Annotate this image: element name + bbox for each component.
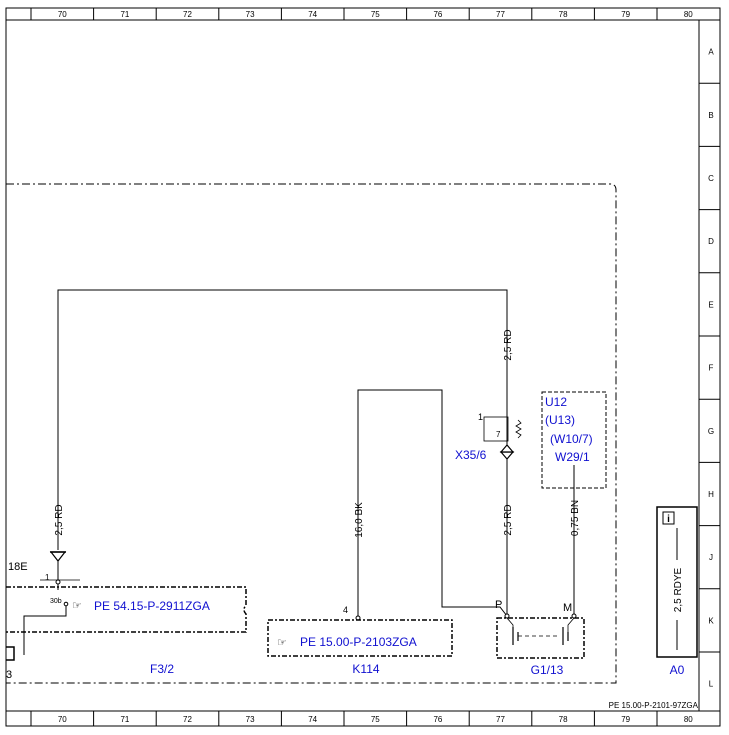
wire-label-a0-rdye: 2,5 RDYE <box>673 567 684 612</box>
column-number: 71 <box>120 10 129 19</box>
wire-label-lower-rd: 2,5 RD <box>503 504 514 535</box>
x35-name: X35/6 <box>455 448 487 462</box>
x35-pin7: 7 <box>496 430 501 439</box>
g113-lead-p <box>506 617 514 638</box>
f32-pin-dot-2 <box>63 601 69 607</box>
g113-pin-p: P <box>495 599 502 611</box>
column-number: 78 <box>559 10 568 19</box>
column-number: 77 <box>496 10 505 19</box>
wire-bk <box>357 389 508 618</box>
column-number: 72 <box>183 715 192 724</box>
x35-arrow-down-icon <box>499 451 515 460</box>
g113-pin-p-dot <box>504 613 510 619</box>
info-icon-glyph: i <box>667 514 670 525</box>
row-letter: G <box>708 427 714 436</box>
connector-symbol-left <box>49 551 67 562</box>
column-number: 77 <box>496 715 505 724</box>
g113-lead-m <box>567 617 575 632</box>
column-number: 74 <box>308 10 317 19</box>
g113-name: G1/13 <box>531 663 564 677</box>
info-icon[interactable] <box>662 511 675 525</box>
column-number: 74 <box>308 715 317 724</box>
column-number: 80 <box>684 715 693 724</box>
column-number: 73 <box>246 10 255 19</box>
column-ticks: 7070717172727373747475757676777778787979… <box>30 8 693 726</box>
row-letter: C <box>708 174 714 183</box>
row-letter: F <box>709 364 714 373</box>
f32-ref-link[interactable]: PE 54.15-P-2911ZGA <box>94 599 210 613</box>
column-number: 71 <box>120 715 129 724</box>
wire-label-bn: 0,75 BN <box>570 500 581 536</box>
f32-pin30b: 30b <box>50 598 62 605</box>
column-number: 75 <box>371 715 380 724</box>
row-letter: E <box>708 300 713 309</box>
u12-line3: (W10/7) <box>550 432 593 446</box>
f32-fuse-stub <box>6 646 15 661</box>
x35-arrow-up-icon <box>499 444 515 453</box>
column-number: 79 <box>621 715 630 724</box>
column-number: 70 <box>58 715 67 724</box>
column-number: 70 <box>58 10 67 19</box>
row-letter: K <box>708 616 714 625</box>
wire-label-top-rd: 2,5 RD <box>503 329 514 360</box>
u12-line1: U12 <box>545 395 567 409</box>
row-letter: D <box>708 237 714 246</box>
pointer-hand-icon[interactable]: ☞ <box>277 637 287 649</box>
x35-spring-icon <box>515 419 522 439</box>
k114-pin: 4 <box>343 605 348 615</box>
drawing-frame <box>5 7 721 727</box>
a0-name: A0 <box>670 663 685 677</box>
f32-internal-wire <box>23 604 67 640</box>
pointer-hand-icon[interactable]: ☞ <box>72 600 82 612</box>
column-number: 72 <box>183 10 192 19</box>
g113-box <box>496 617 585 659</box>
column-number: 80 <box>684 10 693 19</box>
row-letter: J <box>709 553 713 562</box>
harness-enclosure <box>6 183 617 684</box>
column-number: 78 <box>559 715 568 724</box>
column-number: 79 <box>621 10 630 19</box>
f32-partial-label: 18E <box>8 561 28 573</box>
footer-doc-ref: PE 15.00-P-2101-97ZGA <box>609 701 699 710</box>
wire-rd-top <box>57 289 508 550</box>
u12-line2: (U13) <box>545 413 575 427</box>
row-letter: L <box>709 680 714 689</box>
k114-name: K114 <box>352 662 379 676</box>
f32-cut-char: 3 <box>6 669 12 681</box>
column-number: 75 <box>371 10 380 19</box>
f32-box <box>6 586 247 633</box>
row-letter: H <box>708 490 714 499</box>
u12-line4: W29/1 <box>555 450 590 464</box>
k114-box <box>267 619 453 657</box>
wire-label-bk: 16,0 BK <box>354 502 365 538</box>
g113-pin-m-dot <box>571 613 577 619</box>
column-number: 73 <box>246 715 255 724</box>
k114-ref-link[interactable]: PE 15.00-P-2103ZGA <box>300 635 417 649</box>
row-ticks: A B C D E F G H J K L <box>699 48 720 689</box>
a0-box <box>656 506 698 658</box>
row-letter: A <box>708 48 714 57</box>
x35-pin1: 1 <box>478 412 483 422</box>
row-letter: B <box>708 111 713 120</box>
x35-connector-body <box>483 416 509 442</box>
g113-pin-m: M <box>563 602 572 614</box>
column-number: 76 <box>433 10 442 19</box>
f32-pin-dot <box>55 579 61 585</box>
wire-label-left-rd: 2,5 RD <box>54 504 65 535</box>
f32-name: F3/2 <box>150 662 174 676</box>
column-number: 76 <box>433 715 442 724</box>
f32-pin1: 1 <box>45 573 50 582</box>
